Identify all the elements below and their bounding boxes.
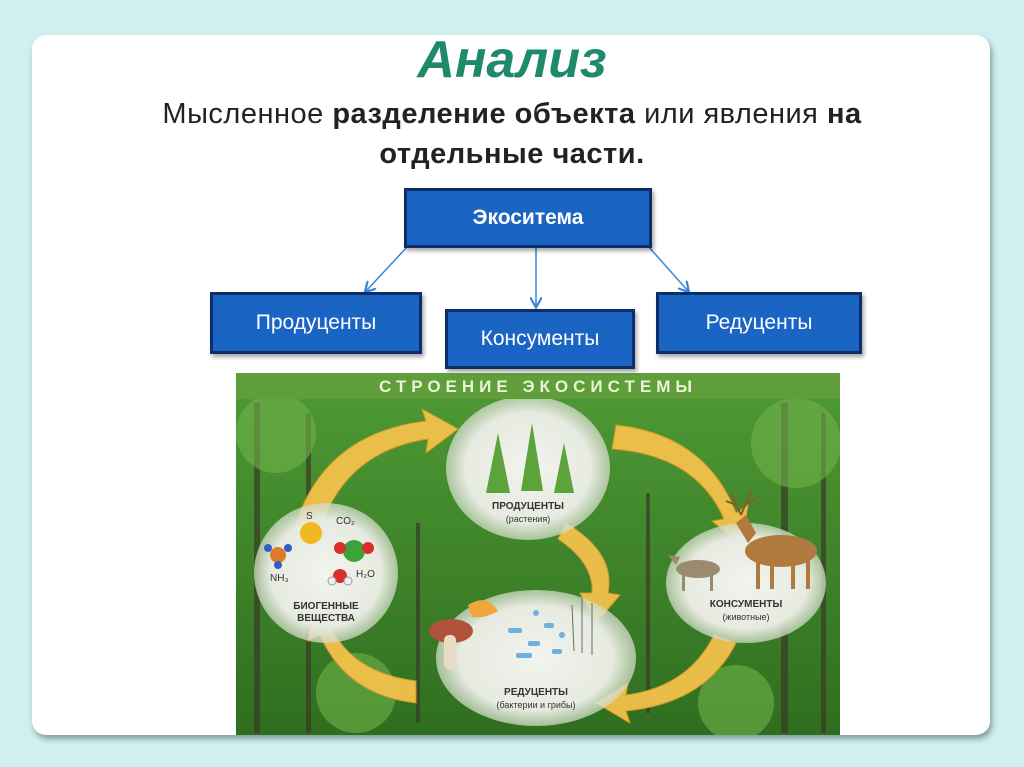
label-biogenic-line1: БИОГЕННЫЕ <box>266 601 386 613</box>
child-box-producers: Продуценты <box>210 292 422 354</box>
connector-producers <box>366 246 408 291</box>
label-decomposers-title: РЕДУЦЕНТЫ <box>436 687 636 699</box>
chem-s: S <box>306 511 313 522</box>
connector-decomposers <box>648 246 688 291</box>
chem-nh3: NH₃ <box>270 573 289 584</box>
ecosystem-illustration: СТРОЕНИЕ ЭКОСИСТЕМЫ ПРОДУЦЕНТЫ (растения… <box>236 373 840 735</box>
child-box-consumers: Консументы <box>445 309 635 369</box>
child-box-decomposers: Редуценты <box>656 292 862 354</box>
ecosystem-artwork <box>236 373 840 735</box>
label-consumers-title: КОНСУМЕНТЫ <box>676 599 816 611</box>
label-producers-title: ПРОДУЦЕНТЫ <box>458 501 598 513</box>
ecosystem-banner: СТРОЕНИЕ ЭКОСИСТЕМЫ <box>236 373 840 399</box>
label-decomposers-sub: (бактерии и грибы) <box>436 699 636 711</box>
label-decomposers: РЕДУЦЕНТЫ (бактерии и грибы) <box>436 687 636 711</box>
chem-h2o: H₂O <box>356 569 375 580</box>
label-biogenic-line2: ВЕЩЕСТВА <box>266 613 386 625</box>
label-biogenic: БИОГЕННЫЕ ВЕЩЕСТВА <box>266 601 386 625</box>
root-box-ecosystem: Экоситема <box>404 188 652 248</box>
chem-co2: CO₂ <box>336 516 355 527</box>
label-consumers-sub: (животные) <box>676 611 816 623</box>
label-producers-sub: (растения) <box>458 513 598 525</box>
label-consumers: КОНСУМЕНТЫ (животные) <box>676 599 816 623</box>
label-producers: ПРОДУЦЕНТЫ (растения) <box>458 501 598 525</box>
